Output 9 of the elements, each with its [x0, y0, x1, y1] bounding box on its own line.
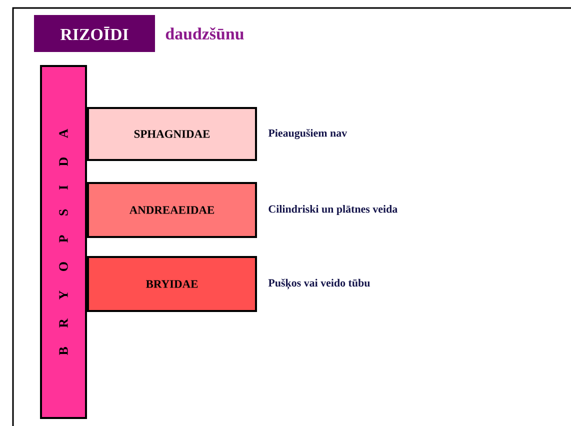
- class-bar: B R Y O P S I D A: [40, 65, 87, 419]
- subclass-box: SPHAGNIDAE: [87, 107, 257, 161]
- description-text: Pušķos vai veido tūbu: [268, 278, 370, 290]
- description-text: Pieaugušiem nav: [268, 128, 348, 140]
- subclass-box: ANDREAEIDAE: [87, 182, 257, 238]
- subclass-box: BRYIDAE: [87, 256, 257, 312]
- description-text: Cilindriski un plātnes veida: [268, 205, 398, 215]
- heading-text: daudzšūnu: [166, 27, 244, 40]
- title-box: RIZOĪDI: [34, 15, 155, 52]
